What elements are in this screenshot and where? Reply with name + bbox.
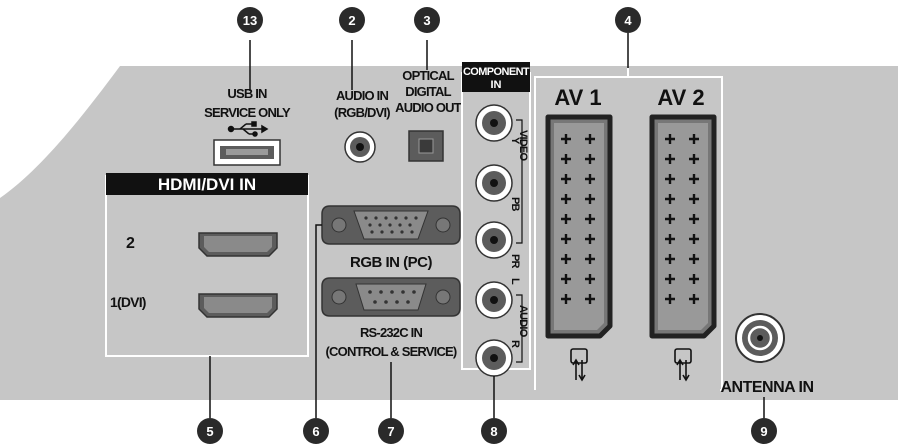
hdmi-title: HDMI/DVI IN — [158, 175, 256, 194]
hdmi-port-1-label: 1(DVI) — [110, 294, 146, 310]
marker-8: 8 — [481, 418, 507, 444]
audio-in-section: AUDIO IN (RGB/DVI) — [334, 88, 391, 163]
optical-label-3: AUDIO OUT — [395, 100, 462, 115]
audio-in-label: AUDIO IN — [336, 88, 389, 103]
marker-6: 6 — [303, 418, 329, 444]
svg-text:5: 5 — [206, 424, 213, 439]
marker-4: 4 — [615, 7, 641, 33]
component-label-1: COMPONENT — [463, 66, 530, 78]
usb-icon — [227, 121, 269, 137]
r-label: R — [509, 340, 521, 348]
svg-text:9: 9 — [760, 424, 767, 439]
rs232c-label-1: RS-232C IN — [360, 325, 422, 340]
av1-label: AV 1 — [554, 85, 601, 110]
hdmi-dvi-section: HDMI/DVI IN 2 1(DVI) — [105, 173, 309, 357]
usb-label: USB IN — [227, 86, 267, 101]
marker-5: 5 — [197, 418, 223, 444]
usb-section: USB IN SERVICE ONLY — [204, 86, 292, 166]
hdmi-port-2-label: 2 — [126, 235, 135, 252]
marker-13: 13 — [237, 7, 263, 33]
usb-service-label: SERVICE ONLY — [204, 105, 291, 120]
pb-label: PB — [509, 197, 521, 212]
marker-3: 3 — [414, 7, 440, 33]
av-section-border — [534, 76, 723, 391]
component-jack-pb — [475, 164, 513, 202]
component-section: COMPONENT IN VIDEO AUDIO Y PB PR L — [461, 62, 531, 377]
rgb-in-section: RGB IN (PC) — [321, 205, 461, 271]
svg-text:7: 7 — [387, 424, 394, 439]
antenna-section: ANTENNA IN — [720, 313, 814, 396]
marker-9: 9 — [751, 418, 777, 444]
antenna-label: ANTENNA IN — [720, 379, 813, 396]
optical-section: OPTICAL DIGITAL AUDIO OUT — [395, 68, 463, 162]
svg-text:6: 6 — [312, 424, 319, 439]
l-label: L — [509, 278, 521, 285]
svg-text:3: 3 — [423, 13, 430, 28]
video-label: VIDEO — [517, 130, 529, 161]
optical-label-1: OPTICAL — [402, 68, 454, 83]
optical-port — [408, 130, 444, 162]
component-jack-audio-l — [475, 281, 513, 319]
svg-text:2: 2 — [348, 13, 355, 28]
audio-label: AUDIO — [517, 305, 529, 338]
rs232c-label-2: (CONTROL & SERVICE) — [326, 344, 457, 359]
optical-label-2: DIGITAL — [405, 84, 451, 99]
y-label: Y — [509, 137, 521, 145]
scart-av1 — [545, 114, 613, 339]
audio-in-sub-label: (RGB/DVI) — [334, 105, 390, 120]
component-jack-audio-r — [475, 339, 513, 377]
svg-text:4: 4 — [624, 13, 632, 28]
scart-direction-icon-av1 — [570, 348, 588, 382]
hdmi-label-bar — [106, 173, 308, 195]
component-label-bar — [462, 62, 530, 92]
scart-av2 — [649, 114, 717, 339]
component-jack-pr — [475, 221, 513, 259]
av2-label: AV 2 — [657, 85, 704, 110]
av-section: AV 1 AV 2 — [545, 85, 717, 382]
svg-text:13: 13 — [243, 13, 257, 28]
pr-label: PR — [509, 254, 521, 269]
rgb-in-label: RGB IN (PC) — [350, 254, 433, 271]
svg-text:8: 8 — [490, 424, 497, 439]
marker-2: 2 — [339, 7, 365, 33]
marker-7: 7 — [378, 418, 404, 444]
component-jack-y — [475, 104, 513, 142]
rs232c-section: RS-232C IN (CONTROL & SERVICE) — [321, 277, 461, 359]
component-label-2: IN — [491, 79, 502, 91]
scart-direction-icon-av2 — [674, 348, 692, 382]
